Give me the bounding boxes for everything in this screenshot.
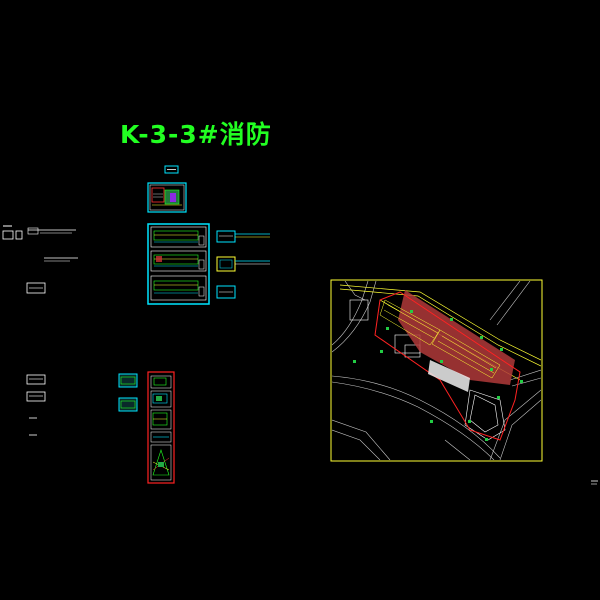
floor-plan-sheet-1[interactable] [150,226,207,248]
section-sheet-1[interactable] [150,375,172,389]
detail-strip-3[interactable] [216,285,236,299]
corner-note [591,480,598,485]
plaza [428,360,470,392]
floor-plan-sheets[interactable] [147,223,210,305]
detail-strip-1[interactable] [216,230,270,243]
system-detail-boxes[interactable] [118,373,138,412]
left-notes [2,225,78,436]
section-sheets[interactable] [147,371,175,484]
road-network [332,281,541,460]
floor-plan-sheet-3[interactable] [150,275,207,301]
section-sheet-3[interactable] [150,409,172,430]
site-plan[interactable] [330,279,543,462]
index-sheet[interactable] [147,182,187,213]
section-sheet-2[interactable] [150,390,172,408]
floor-plan-sheet-2[interactable] [150,250,207,272]
site-boundary[interactable] [374,291,521,441]
hydrant-markers [353,310,523,441]
section-sheet-5[interactable] [150,444,172,481]
building-outlines [349,299,506,441]
building-wings [379,299,501,379]
title-block-label [164,165,179,174]
main-building[interactable] [398,290,515,385]
section-sheet-4[interactable] [150,431,172,443]
detail-strip-2[interactable] [216,256,270,272]
detail-strips[interactable] [216,230,270,299]
drawing-title: K-3-3#消防 [120,120,272,149]
